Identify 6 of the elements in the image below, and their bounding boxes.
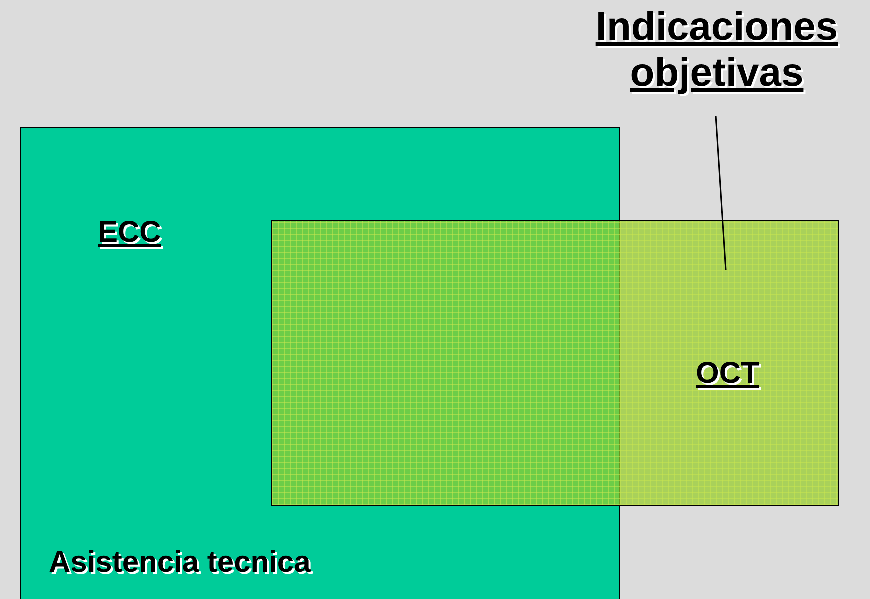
- callout-label: Indicaciones objetivas: [570, 4, 864, 116]
- region-box: [271, 220, 839, 506]
- leader-line: [715, 116, 727, 270]
- region-label: OCT: [696, 357, 760, 391]
- region-label: ECC: [98, 216, 162, 250]
- region-label: Asistencia tecnica: [49, 546, 311, 580]
